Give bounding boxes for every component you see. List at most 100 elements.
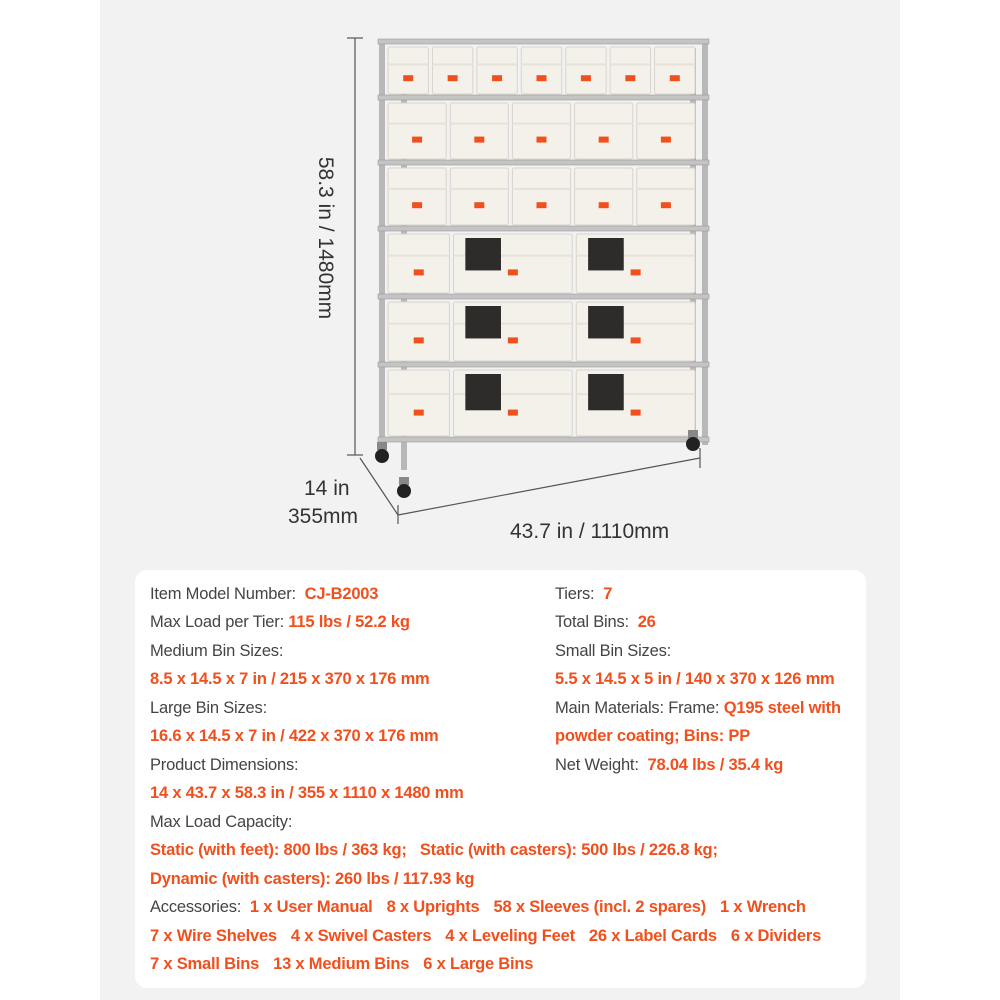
caster-wheel bbox=[397, 484, 411, 498]
label-card bbox=[598, 136, 609, 143]
divider bbox=[588, 238, 624, 271]
wire-shelf bbox=[377, 436, 710, 443]
bin-lip bbox=[453, 254, 573, 257]
spec-max-load-capacity-label: Max Load Capacity: bbox=[150, 813, 293, 831]
spec-materials: Main Materials: Frame: Q195 steel with bbox=[555, 699, 841, 717]
spec-small-value: 5.5 x 14.5 x 5 in / 140 x 370 x 126 mm bbox=[555, 670, 835, 688]
wire-shelf bbox=[377, 293, 710, 300]
label-card bbox=[492, 75, 503, 82]
spec-total-bins: Total Bins: 26 bbox=[555, 613, 656, 631]
spec-large-label: Large Bin Sizes: bbox=[150, 699, 267, 717]
spec-net-weight: Net Weight: 78.04 lbs / 35.4 kg bbox=[555, 756, 784, 774]
divider bbox=[465, 306, 501, 339]
divider bbox=[465, 238, 501, 271]
bin-lip bbox=[512, 187, 571, 190]
label-card bbox=[413, 409, 424, 416]
height-label: 58.3 in / 1480mm bbox=[314, 156, 337, 320]
medium-bin bbox=[636, 102, 696, 160]
label-card bbox=[412, 136, 423, 143]
label-card bbox=[630, 409, 641, 416]
wire-shelf bbox=[377, 159, 710, 166]
bin-lip bbox=[574, 122, 633, 125]
caster-mount bbox=[377, 442, 387, 450]
shelving-rack bbox=[375, 38, 710, 498]
bin-lip bbox=[576, 322, 695, 325]
caster-mount bbox=[688, 430, 698, 438]
label-card bbox=[669, 75, 680, 82]
label-card bbox=[447, 75, 458, 82]
wire-shelf bbox=[377, 38, 710, 45]
divider bbox=[588, 306, 624, 339]
label-card bbox=[536, 136, 547, 143]
medium-bin bbox=[387, 301, 450, 362]
label-card bbox=[660, 136, 671, 143]
bin-lip bbox=[521, 63, 562, 66]
medium-bin bbox=[387, 167, 447, 226]
divider bbox=[588, 374, 624, 411]
upright-post bbox=[379, 40, 385, 445]
small-bin bbox=[565, 46, 607, 95]
label-card bbox=[536, 75, 547, 82]
label-card bbox=[413, 269, 424, 276]
width-label: 43.7 in / 1110mm bbox=[510, 520, 670, 543]
small-bin bbox=[431, 46, 474, 95]
spec-product-dim-value: 14 x 43.7 x 58.3 in / 355 x 1110 x 1480 … bbox=[150, 784, 464, 802]
medium-bin bbox=[574, 102, 634, 160]
medium-bin bbox=[636, 167, 696, 226]
product-illustration bbox=[347, 37, 710, 524]
label-card bbox=[625, 75, 636, 82]
bin-lip bbox=[432, 63, 473, 66]
bin-lip bbox=[512, 122, 571, 125]
spec-model: Item Model Number: CJ-B2003 bbox=[150, 585, 379, 603]
bin-lip bbox=[654, 63, 695, 66]
label-card bbox=[507, 269, 518, 276]
label-card bbox=[598, 202, 609, 209]
bin-lip bbox=[574, 187, 633, 190]
caster-wheel bbox=[686, 437, 700, 451]
bin-lip bbox=[576, 393, 695, 396]
depth-label-in: 14 in bbox=[304, 477, 350, 500]
label-card bbox=[630, 337, 641, 344]
spec-materials-2: powder coating; Bins: PP bbox=[555, 727, 751, 745]
wire-shelf bbox=[377, 361, 710, 368]
spec-medium-label: Medium Bin Sizes: bbox=[150, 642, 284, 660]
medium-bin bbox=[387, 233, 450, 294]
label-card bbox=[474, 202, 485, 209]
label-card bbox=[403, 75, 414, 82]
bin-lip bbox=[636, 187, 695, 190]
width-dimension-line bbox=[397, 457, 701, 516]
label-card bbox=[630, 269, 641, 276]
label-card bbox=[474, 136, 485, 143]
bin-lip bbox=[636, 122, 695, 125]
small-bin bbox=[609, 46, 652, 95]
small-bin bbox=[520, 46, 563, 95]
spec-tiers: Tiers: 7 bbox=[555, 585, 613, 603]
medium-bin bbox=[511, 102, 572, 160]
bin-lip bbox=[388, 322, 450, 325]
caster-mount bbox=[399, 477, 409, 485]
small-bin bbox=[387, 46, 429, 95]
bin-lip bbox=[388, 187, 447, 190]
specs-card bbox=[135, 570, 866, 988]
upright-post bbox=[702, 40, 708, 445]
label-card bbox=[580, 75, 591, 82]
spec-large-value: 16.6 x 14.5 x 7 in / 422 x 370 x 176 mm bbox=[150, 727, 439, 745]
medium-bin bbox=[387, 102, 447, 160]
label-card bbox=[536, 202, 547, 209]
wire-shelf bbox=[377, 225, 710, 232]
label-card bbox=[412, 202, 423, 209]
bin-lip bbox=[576, 254, 695, 257]
bin-lip bbox=[610, 63, 651, 66]
divider bbox=[465, 374, 501, 411]
spec-product-dim-label: Product Dimensions: bbox=[150, 756, 299, 774]
small-bin bbox=[654, 46, 696, 95]
label-card bbox=[413, 337, 424, 344]
bin-lip bbox=[453, 322, 573, 325]
small-bin bbox=[476, 46, 518, 95]
bin-lip bbox=[453, 393, 573, 396]
bin-lip bbox=[388, 122, 447, 125]
bin-lip bbox=[476, 63, 518, 66]
medium-bin bbox=[574, 167, 634, 226]
